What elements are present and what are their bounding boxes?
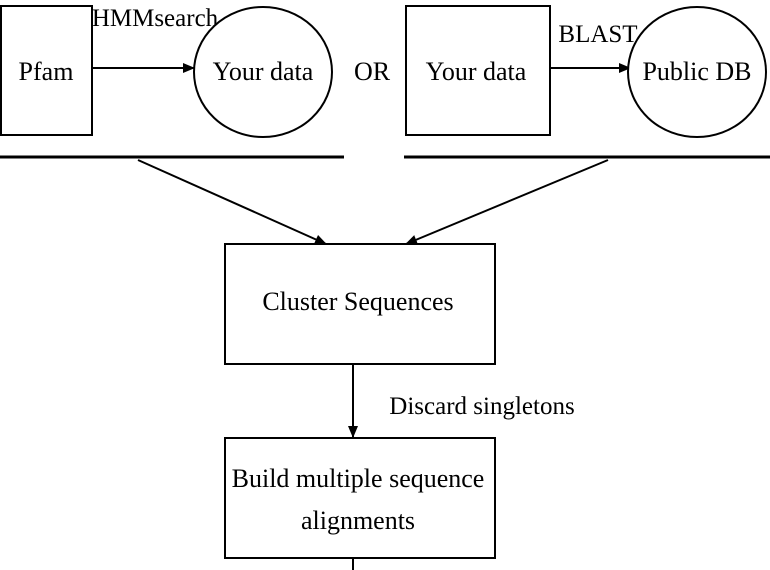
cluster-sequences-label: Cluster Sequences (262, 287, 453, 316)
build-alignments-label-line2: alignments (301, 506, 415, 535)
your-data-left-ellipse (193, 6, 333, 138)
pfam-box (0, 5, 93, 136)
or-label: OR (354, 57, 391, 86)
build-alignments-box (224, 437, 496, 559)
left-merge-arrow (137, 159, 327, 245)
blast-label: BLAST (558, 21, 637, 48)
cluster-sequences-box (224, 243, 496, 365)
build-alignments-label-line1: Build multiple sequence (232, 464, 485, 493)
public-db-ellipse (627, 6, 767, 138)
pfam-label: Pfam (19, 57, 74, 86)
your-data-left-label: Your data (213, 57, 314, 86)
discard-singletons-label: Discard singletons (389, 393, 574, 420)
right-merge-arrow (405, 159, 609, 245)
public-db-label: Public DB (642, 57, 751, 86)
hmmsearch-label: HMMsearch (92, 5, 219, 32)
your-data-right-box (405, 5, 551, 136)
your-data-right-label: Your data (426, 57, 527, 86)
